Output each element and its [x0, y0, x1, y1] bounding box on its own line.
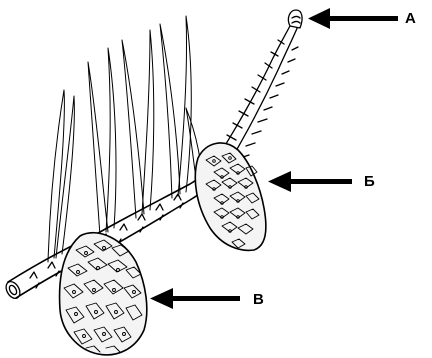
- bud-a: [288, 10, 302, 28]
- label-b: Б: [364, 174, 375, 189]
- label-v: В: [253, 292, 264, 307]
- cone-v: [60, 233, 147, 355]
- arrow-b: [268, 171, 352, 192]
- arrow-v: [150, 288, 240, 309]
- label-a: А: [405, 11, 416, 26]
- arrow-a: [308, 8, 398, 29]
- cone-b: [195, 143, 266, 250]
